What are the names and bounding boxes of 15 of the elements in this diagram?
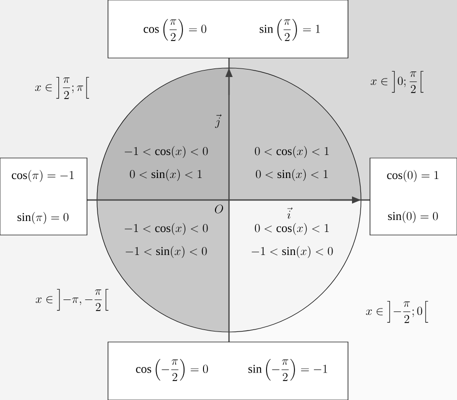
formula-box: $\cos(\pi)=-1$ $\sin(\pi)=0$ bbox=[0, 158, 88, 236]
formula-box: $\cos\left(-\dfrac{\pi}{2}\right)=0$ $\sin\left(-\dfrac{\pi}{2}\right)=-1$ bbox=[108, 342, 348, 400]
formula-box: $\cos(0)=1$ $\sin(0)=0$ bbox=[370, 158, 457, 236]
quadrant-text: $-1<\cos(x)<0$ $-1<\sin(x)<0$ bbox=[124, 223, 208, 258]
formula-box: $\cos\left(\dfrac{\pi}{2}\right)=0$ $\sin\left(\dfrac{\pi}{2}\right)=1$ bbox=[108, 0, 348, 58]
quadrant-text: $0<\cos(x)<1$ $-1<\sin(x)<0$ bbox=[252, 223, 333, 258]
interval-label: $x\in\left]-\pi,-\dfrac{\pi}{2}\right[$ bbox=[36, 288, 108, 312]
quadrant-text: $0<\cos(x)<1$ $0<\sin(x)<1$ bbox=[254, 146, 329, 181]
origin-label: $O$ bbox=[214, 204, 224, 214]
vector-label: $\vec{j}$ bbox=[215, 114, 222, 128]
interval-label: $x\in\left]\dfrac{\pi}{2};\pi\right[$ bbox=[35, 76, 90, 100]
quadrant-text: $-1<\cos(x)<0$ $0<\sin(x)<1$ bbox=[124, 146, 208, 181]
interval-label: $x\in\left]0;\dfrac{\pi}{2}\right[$ bbox=[370, 70, 424, 94]
vector-label: $\vec{i}$ bbox=[287, 207, 293, 219]
interval-label: $x\in\left]-\dfrac{\pi}{2};0\right[$ bbox=[366, 300, 428, 324]
